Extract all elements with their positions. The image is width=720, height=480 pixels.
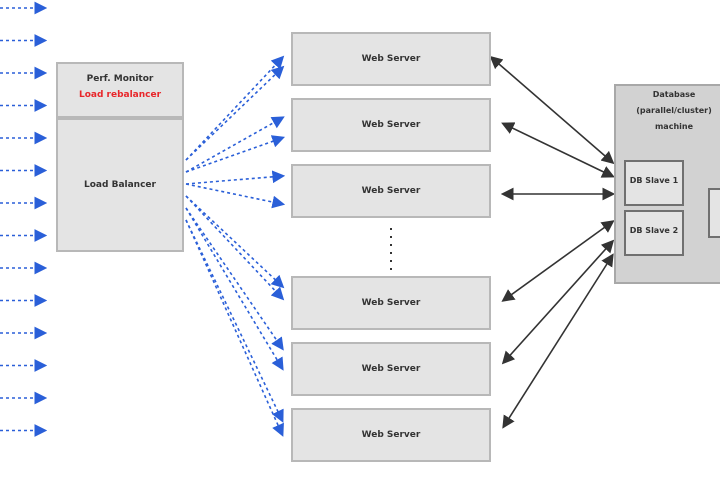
db-slave-label: DB Slave 1 [629, 176, 679, 185]
db-connection-arrow [502, 253, 614, 429]
dispatch-arrow [185, 55, 285, 161]
web-server-box: Web Server [291, 276, 491, 330]
load-balancer-dispatch-arrows [185, 55, 286, 437]
database-machine-box: Database (parallel/cluster) machine DB S… [614, 84, 720, 284]
web-server-label: Web Server [361, 120, 421, 130]
db-master-box [708, 188, 720, 238]
dispatch-arrow [185, 116, 285, 173]
dispatch-arrow [185, 183, 286, 209]
db-slave-1-box: DB Slave 1 [624, 160, 684, 206]
perf-monitor-title: Perf. Monitor [86, 74, 154, 84]
dispatch-arrow [185, 135, 286, 173]
load-rebalancer-label: Load rebalancer [78, 90, 162, 100]
client-request-arrows [0, 1, 48, 437]
web-server-label: Web Server [361, 298, 421, 308]
web-server-box: Web Server [291, 164, 491, 218]
load-balancer-label: Load Balancer [84, 180, 156, 190]
database-title-line: machine [654, 122, 694, 131]
web-server-box: Web Server [291, 32, 491, 86]
dispatch-arrow [185, 195, 285, 301]
database-title-line: (parallel/cluster) [636, 106, 712, 115]
web-server-label: Web Server [361, 54, 421, 64]
dispatch-arrow [185, 219, 284, 423]
db-slave-label: DB Slave 2 [629, 226, 679, 235]
web-server-label: Web Server [361, 430, 421, 440]
load-balancer-box: Load Balancer [56, 118, 184, 252]
db-connection-arrow [501, 122, 615, 178]
db-slave-2-box: DB Slave 2 [624, 210, 684, 256]
dispatch-arrow [185, 170, 286, 185]
dispatch-arrow [185, 195, 285, 289]
dispatch-arrow [185, 207, 284, 371]
dispatch-arrow [185, 65, 285, 161]
perf-monitor-box: Perf. Monitor Load rebalancer [56, 62, 184, 118]
web-server-label: Web Server [361, 364, 421, 374]
web-to-database-arrows [489, 55, 616, 429]
web-server-label: Web Server [361, 186, 421, 196]
web-server-box: Web Server [291, 342, 491, 396]
db-connection-arrow [501, 239, 615, 365]
dispatch-arrow [185, 207, 284, 351]
web-server-box: Web Server [291, 98, 491, 152]
database-title-line: Database [652, 90, 696, 99]
web-server-box: Web Server [291, 408, 491, 462]
